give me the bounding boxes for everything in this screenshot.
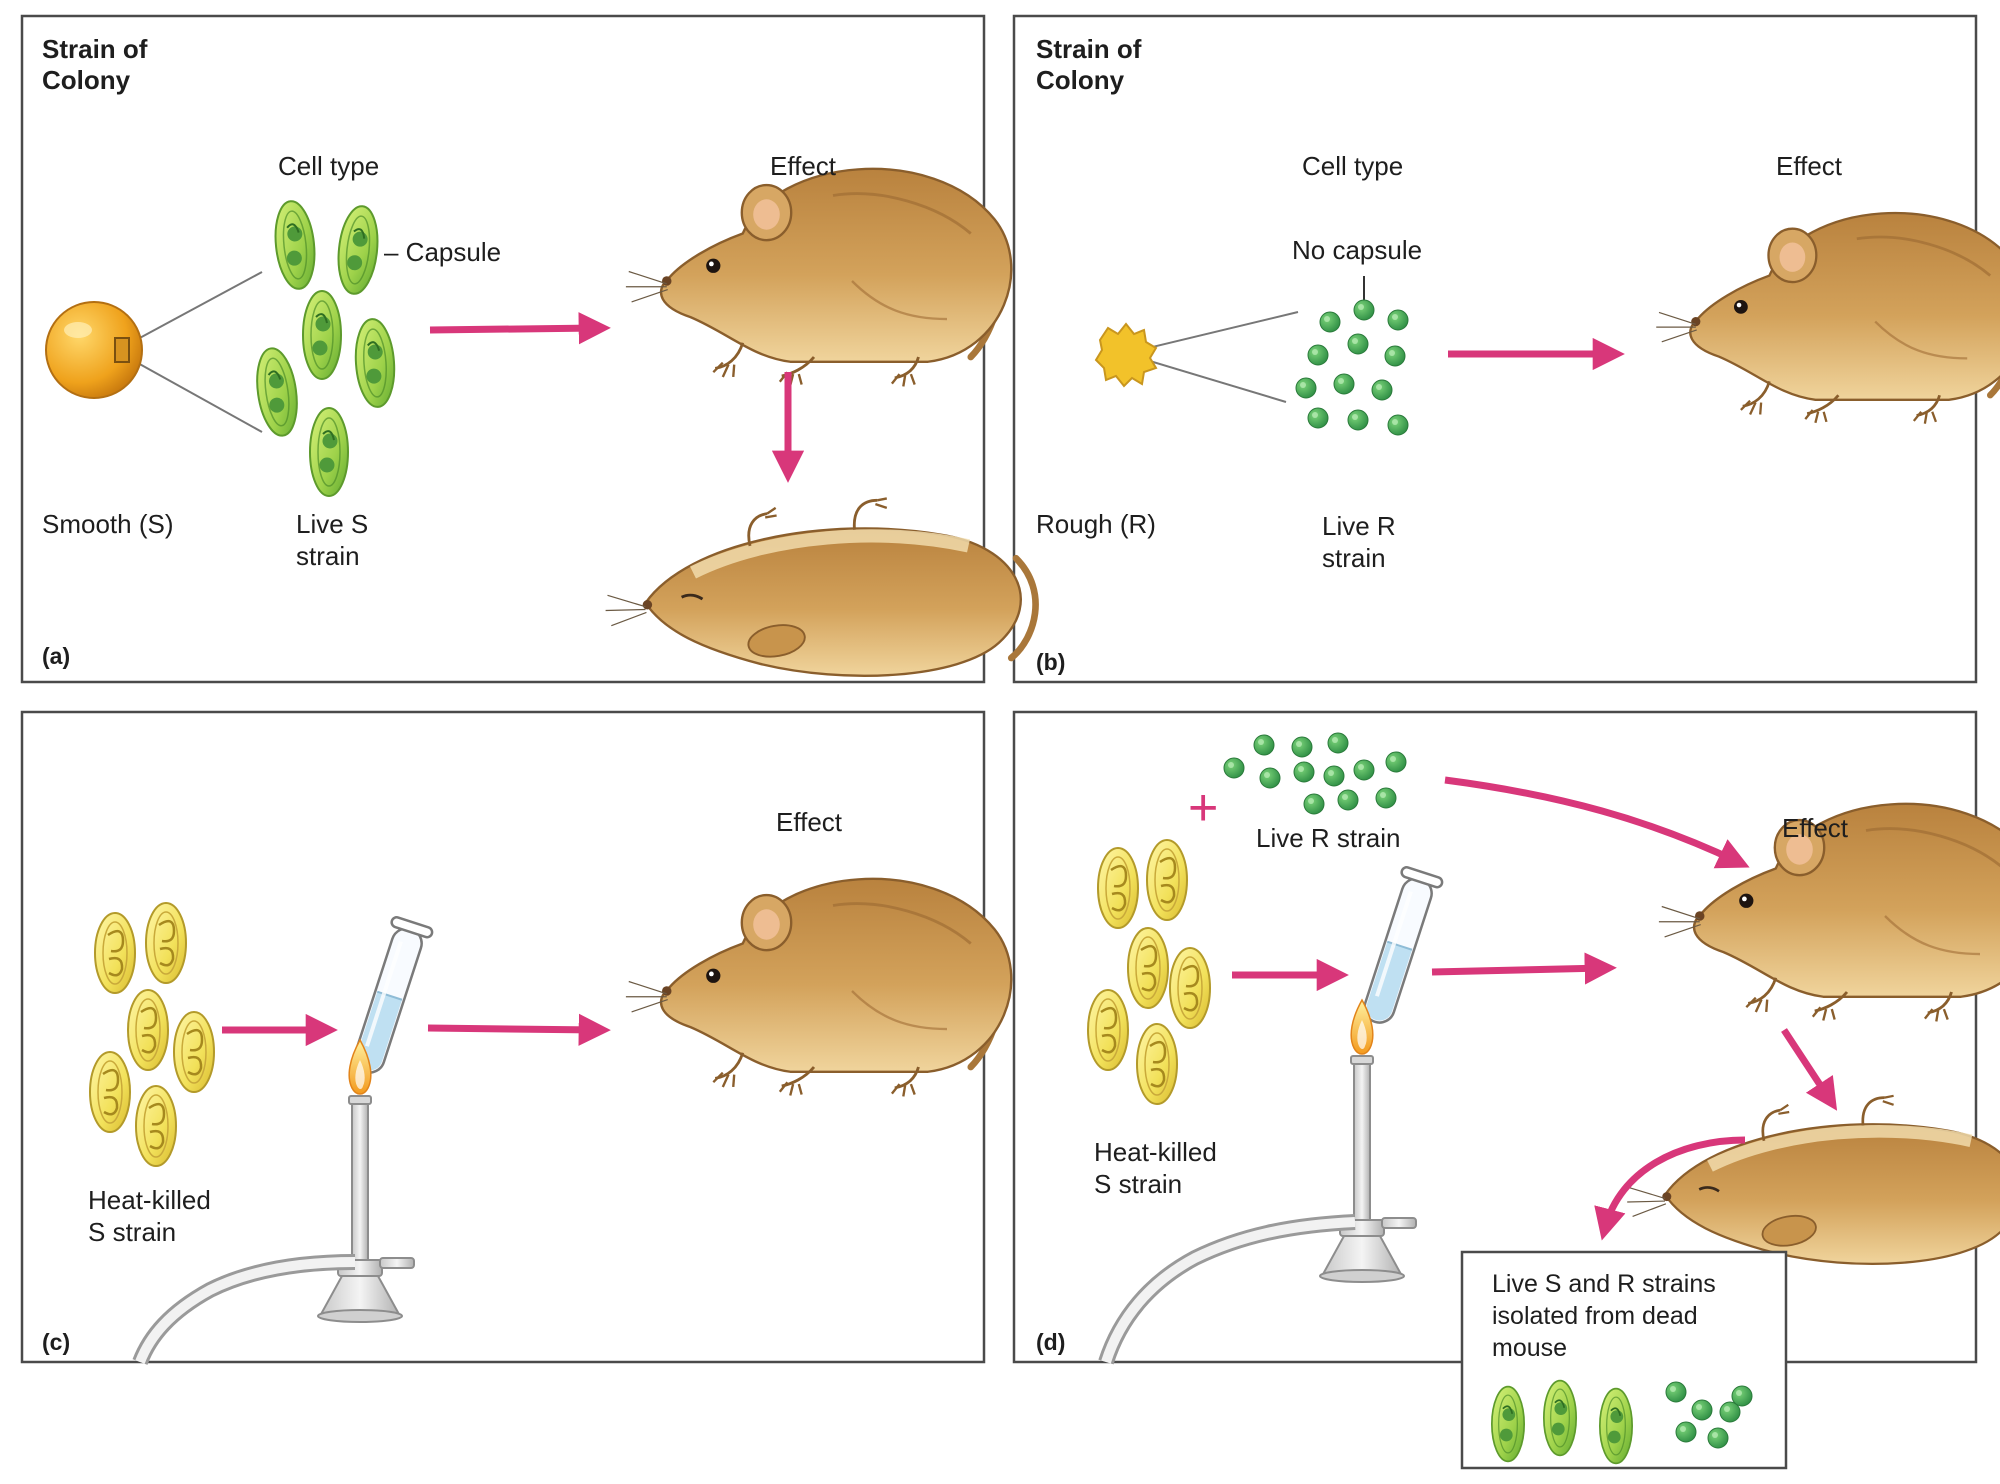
panel-d-art xyxy=(1086,732,2000,1470)
panel-a-strain-label: Live S strain xyxy=(296,509,369,571)
panel-a-header: Strain of Colony xyxy=(42,34,148,95)
s-cell-icon xyxy=(1490,1385,1526,1463)
panel-b-label: (b) xyxy=(1036,649,1066,675)
panel-b-colony-label: Rough (R) xyxy=(1036,509,1156,539)
panel-a-label: (a) xyxy=(42,643,71,669)
panel-c-effect-label: Effect xyxy=(776,807,843,837)
panel-b-effect-label: Effect xyxy=(1776,151,1843,181)
panel-a-art xyxy=(45,169,1036,676)
killed-cell-icon xyxy=(134,1084,178,1168)
arrow-icon xyxy=(427,1013,611,1046)
killed-cell-icon xyxy=(144,901,188,985)
killed-cell-icon xyxy=(93,911,137,995)
killed-cell-icon xyxy=(1135,1022,1179,1106)
killed-cell-icon xyxy=(1145,838,1189,922)
arrow-icon xyxy=(429,312,611,345)
result-box-text: Live S and R strains isolated from dead … xyxy=(1492,1270,1716,1362)
panel-c-label: (c) xyxy=(42,1329,71,1355)
panel-a-cell-type-label: Cell type xyxy=(278,151,380,181)
panel-c-art xyxy=(88,879,1011,1366)
killed-cell-icon xyxy=(126,988,170,1072)
s-cell-icon xyxy=(309,407,349,497)
capsule-label: – Capsule xyxy=(384,237,502,267)
panel-c-strain-label: Heat-killed S strain xyxy=(88,1185,211,1247)
panel-d-label: (d) xyxy=(1036,1329,1066,1355)
panel-b-header: Strain of Colony xyxy=(1036,34,1142,95)
killed-cell-icon xyxy=(1126,926,1170,1010)
panel-a-colony-label: Smooth (S) xyxy=(42,509,174,539)
s-cell-icon xyxy=(1598,1387,1633,1465)
panel-a-effect-label: Effect xyxy=(770,151,837,181)
plus-sign: + xyxy=(1188,779,1219,837)
arrow-icon xyxy=(1594,1136,1746,1241)
rough-colony-icon xyxy=(1094,322,1158,388)
panel-b-strain-label: Live R strain xyxy=(1322,511,1396,573)
s-cell-icon xyxy=(1543,1379,1578,1457)
panel-b-cell-type-label: Cell type xyxy=(1302,151,1404,181)
panel-d-effect-label: Effect xyxy=(1782,813,1849,843)
arrow-icon xyxy=(1781,1028,1838,1111)
killed-cell-icon xyxy=(1086,988,1130,1072)
killed-cell-icon xyxy=(172,1010,216,1094)
killed-cell-icon xyxy=(88,1050,132,1134)
panel-d-strain-label: Heat-killed S strain xyxy=(1094,1137,1217,1199)
s-cell-icon xyxy=(302,290,342,380)
arrow-icon xyxy=(1444,776,1750,869)
no-capsule-label: No capsule xyxy=(1292,235,1423,265)
live-r-strain-label: Live R strain xyxy=(1256,823,1401,853)
killed-cell-icon xyxy=(1096,846,1140,930)
arrow-icon xyxy=(1431,952,1617,985)
panel-b-art xyxy=(1094,213,2000,436)
killed-cell-icon xyxy=(1168,946,1212,1030)
